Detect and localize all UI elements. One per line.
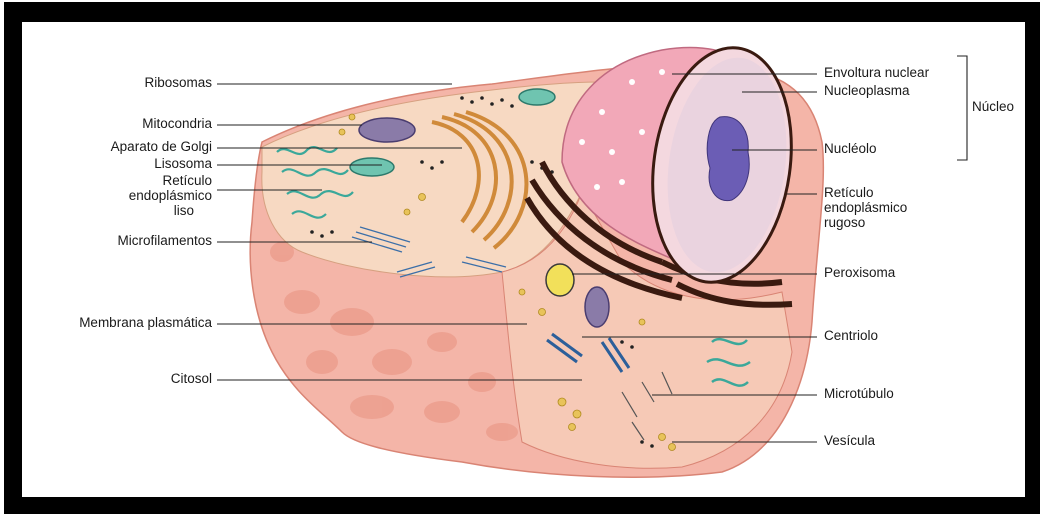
label-centriolo: Centriolo	[824, 328, 878, 343]
label-mitocondria: Mitocondria	[62, 116, 212, 131]
label-reticulo-liso-line1: Retículo	[62, 173, 212, 188]
label-nucleo-group: Núcleo	[972, 99, 1014, 114]
nucleus-bracket	[957, 56, 967, 160]
label-microfilamentos: Microfilamentos	[62, 233, 212, 248]
label-reticulo-liso-line2: endoplásmico	[62, 188, 212, 203]
label-lisosoma: Lisosoma	[62, 156, 212, 171]
label-reticulo-rugoso-line3: rugoso	[824, 215, 865, 230]
nucleolus	[707, 117, 749, 201]
label-ribosomas: Ribosomas	[62, 75, 212, 90]
label-aparato-golgi: Aparato de Golgi	[62, 139, 212, 154]
label-envoltura-nuclear: Envoltura nuclear	[824, 65, 929, 80]
label-membrana-plasmatica: Membrana plasmática	[32, 315, 212, 330]
image-frame: Ribosomas Mitocondria Aparato de Golgi L…	[4, 2, 1040, 514]
peroxisome	[546, 264, 574, 296]
label-citosol: Citosol	[62, 371, 212, 386]
label-reticulo-rugoso-line2: endoplásmico	[824, 200, 907, 215]
label-nucleolo: Nucléolo	[824, 141, 877, 156]
mitochondrion-1	[359, 118, 415, 142]
label-reticulo-liso-line3: liso	[62, 203, 194, 218]
label-peroxisoma: Peroxisoma	[824, 265, 895, 280]
label-nucleoplasma: Nucleoplasma	[824, 83, 910, 98]
label-vesicula: Vesícula	[824, 433, 875, 448]
mitochondrion-4	[585, 287, 609, 327]
mitochondrion-3	[350, 158, 394, 176]
label-reticulo-rugoso-line1: Retículo	[824, 185, 874, 200]
label-microtubulo: Microtúbulo	[824, 386, 894, 401]
mitochondrion-2	[519, 89, 555, 105]
diagram-canvas: Ribosomas Mitocondria Aparato de Golgi L…	[22, 22, 1025, 497]
